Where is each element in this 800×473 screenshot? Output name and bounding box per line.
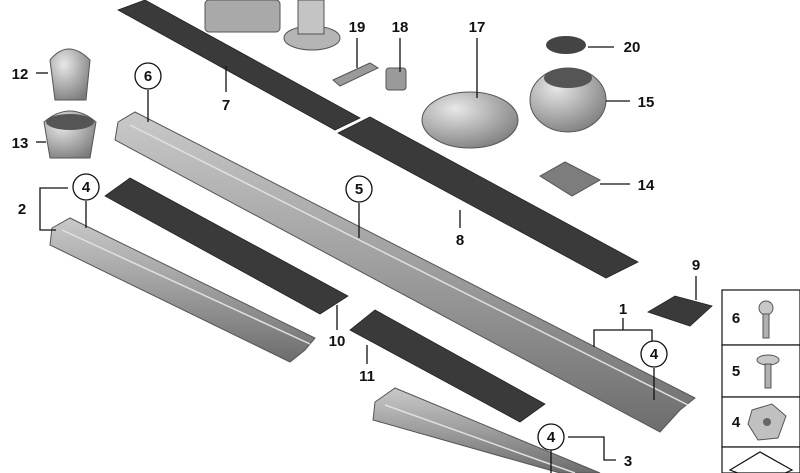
callout-circle-4c [537,423,565,451]
callout-15: 15 [638,94,655,111]
callout-6: 6 [144,68,152,85]
callout-4c: 4 [547,429,556,446]
sill-rail-center-groove [129,124,689,406]
sill-rail-left [49,217,316,363]
clip-nut-4-hole [763,418,771,426]
callout-20: 20 [624,39,641,56]
connector-14 [539,161,602,197]
callout-17: 17 [469,19,486,36]
clip-19 [332,62,380,87]
leader-2 [39,187,68,231]
cup-13-rim [46,114,94,130]
callout-11: 11 [359,368,375,385]
mount-stem [297,0,325,35]
sill-rail-center [114,111,696,433]
floor-mat-7 [117,0,361,131]
cup-12 [49,48,91,101]
callout-circle-5 [345,175,373,203]
callout-5: 5 [355,181,363,198]
leader-3 [568,436,616,461]
control-module [204,0,281,33]
callout-9: 9 [692,257,700,274]
sill-rail-left-groove [61,229,311,345]
callout-13: 13 [12,135,29,152]
callout-circle-6 [134,62,162,90]
cover-17 [421,91,519,149]
disc-20 [546,36,586,54]
floor-mat-8 [337,116,639,279]
callout-18: 18 [392,19,409,36]
legend-label-4: 4 [732,414,741,431]
legend-label-6: 6 [732,310,740,327]
callout-14: 14 [638,177,655,194]
callout-12: 12 [12,66,29,83]
callout-2: 2 [18,201,26,218]
callout-circle-4b [640,340,668,368]
legend-box-6 [721,289,800,346]
floor-mat-10 [104,177,349,315]
clip-18 [385,67,407,91]
callout-1: 1 [619,301,627,318]
legend-label-5: 5 [732,363,740,380]
screw-5-shank [764,363,772,389]
callout-4a: 4 [82,179,91,196]
callout-3: 3 [624,453,632,470]
callout-10: 10 [329,333,346,350]
leader-1 [593,329,653,347]
legend-box-5 [721,344,800,398]
callout-19: 19 [349,19,366,36]
callout-circle-4a [72,173,100,201]
callout-8: 8 [456,232,464,249]
callout-7: 7 [222,97,230,114]
floor-mat-11 [349,309,546,423]
screw-6-shank [762,313,770,339]
callout-4b: 4 [650,346,659,363]
dome-15-top [544,68,592,88]
screw-6-head [758,300,774,316]
sill-rail-right-groove [384,404,576,473]
floor-mat-9 [647,295,713,327]
sill-rail-right [372,387,601,473]
